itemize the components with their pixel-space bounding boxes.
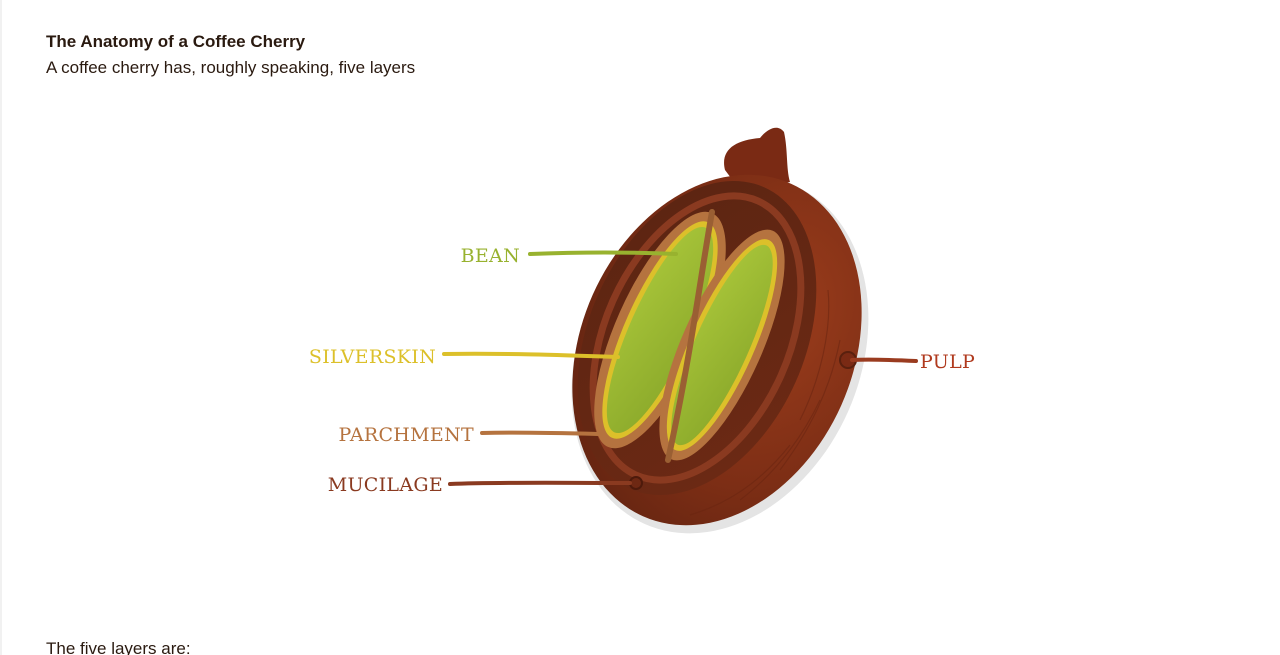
mucilage-layer (589, 192, 805, 484)
bean-left (606, 226, 714, 434)
parchment-leader-line (480, 430, 600, 436)
article-title: The Anatomy of a Coffee Cherry (46, 32, 306, 51)
mucilage-leader-line (448, 480, 632, 486)
silverskin-label: SILVERSKIN (309, 346, 436, 368)
mucilage-label: MUCILAGE (328, 474, 443, 496)
pulp-label: PULP (920, 351, 975, 373)
bean-label: BEAN (461, 245, 520, 267)
coffee-cherry-diagram: BEAN SILVERSKIN PARCHMENT MUCILAGE PULP (309, 127, 975, 534)
bean-half-right (659, 229, 785, 461)
bean-right (671, 244, 773, 446)
bean-leader-line (528, 250, 678, 256)
coffee-cherry (571, 127, 869, 534)
parchment-label: PARCHMENT (339, 424, 475, 446)
page-edge (0, 0, 2, 655)
cherry-stem (724, 127, 790, 190)
silverskin-leader-line (442, 351, 620, 359)
article-subtitle: A coffee cherry has, roughly speaking, f… (46, 58, 416, 77)
bean-half-left (594, 211, 726, 449)
list-intro-text: The five layers are: (46, 639, 191, 655)
pulp-leader-line (850, 357, 918, 363)
